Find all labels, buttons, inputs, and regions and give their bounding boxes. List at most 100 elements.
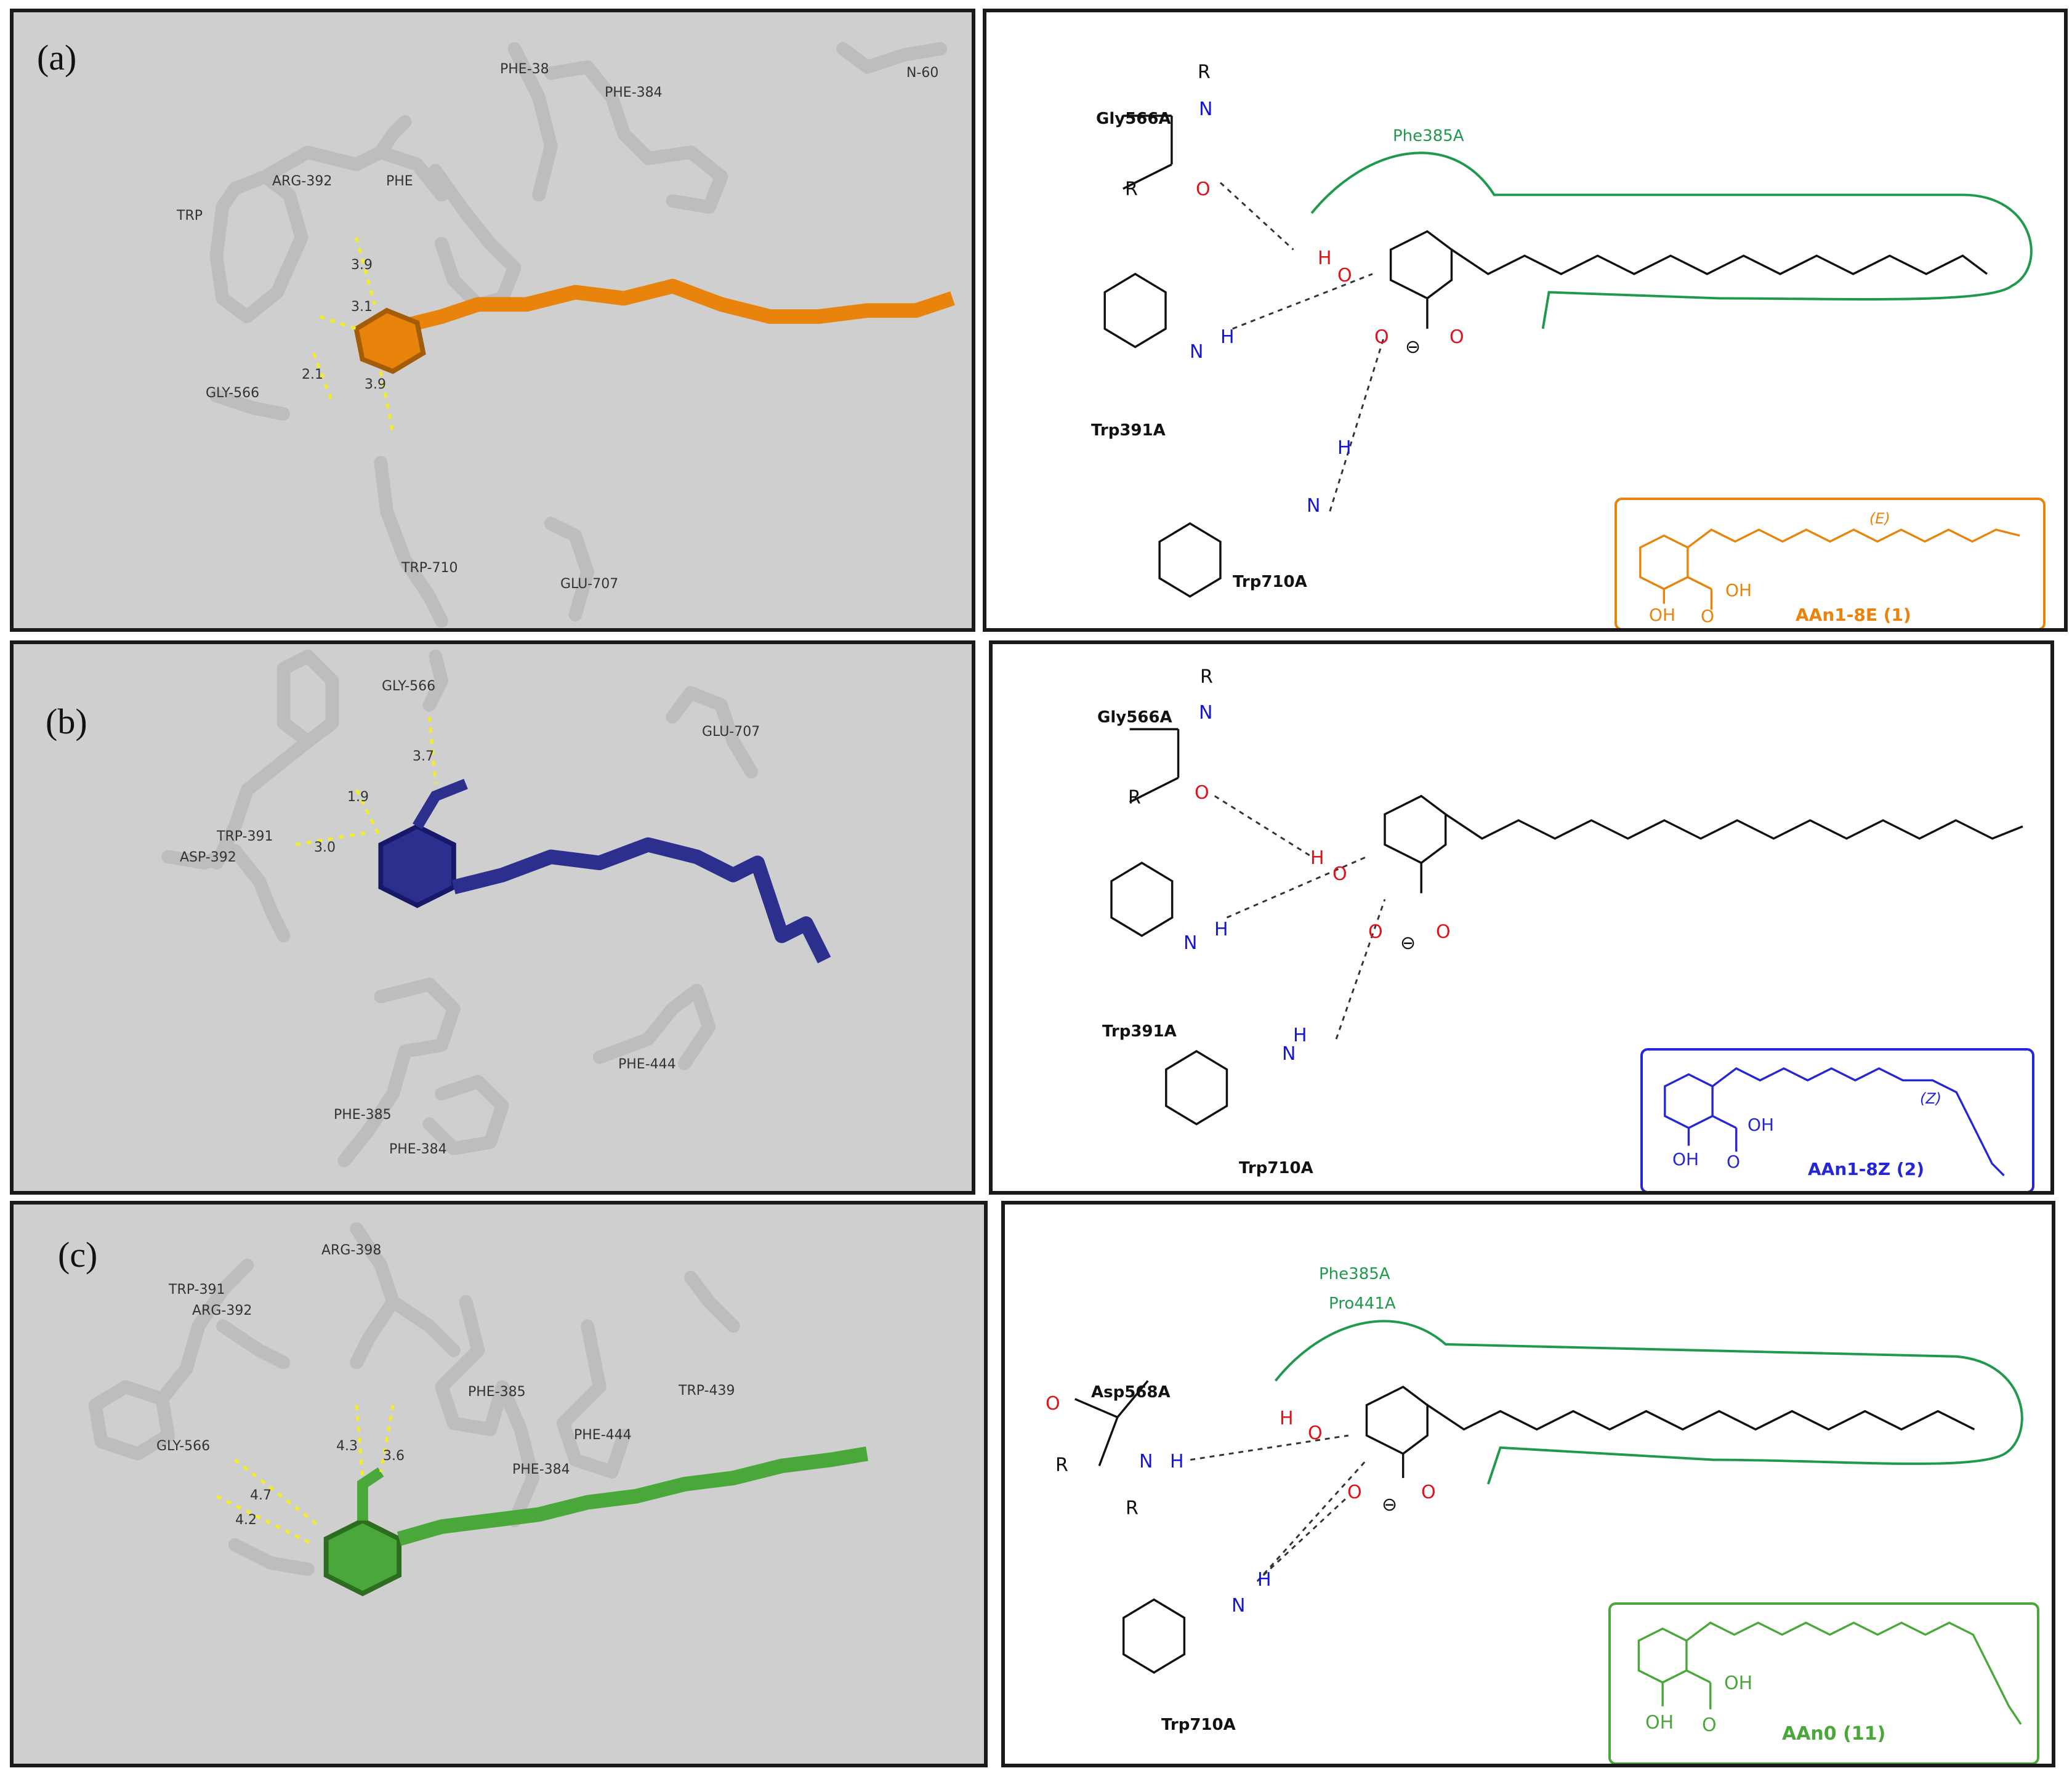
panel-b-hbond-lines [295,717,437,847]
oxygen-label: O [1337,265,1352,286]
distance-label: 3.7 [413,749,434,764]
panel-a-ligand-orange [353,278,955,374]
carbonyl-o-label: O [1727,1152,1741,1172]
hydrogen-label: H [1170,1451,1184,1472]
nitrogen-label: N [1282,1043,1296,1065]
compound-box-aan0: OH O OH AAn0 (11) [1608,1602,2039,1764]
hydrogen-label: H [1220,326,1235,348]
residue-asp-label: Asp568A [1091,1383,1171,1402]
hydrogen-label: H [1293,1025,1307,1046]
panel-a-scheme: Phe385A Gly566A Trp391A Trp710A R R N O … [983,9,2068,632]
panel-a-3d-drawing [209,42,955,628]
panel-c-residue-sticks [88,1222,740,1576]
panel-c-scheme: Phe385A Pro441A Asp568A Trp710A O R N H … [1001,1201,2055,1767]
panel-c-ligand-green [323,1446,869,1597]
panel-a-residue-sticks [209,42,948,628]
residue-label: PHE [386,174,413,189]
distance-label: 3.9 [351,257,373,273]
r-group-label: R [1200,666,1213,688]
residue-label: GLU-707 [702,724,760,740]
residue-label: PHE-384 [512,1462,570,1477]
distance-label: 4.2 [235,1512,257,1528]
oxygen-label: O [1449,326,1464,348]
carboxylate-charge: ⊖ [1405,336,1421,358]
residue-label: ARG-398 [321,1243,382,1258]
residue-label: TRP-710 [401,560,458,576]
carboxyl-oh-label: OH [1747,1115,1775,1135]
panel-b-3d-drawing [161,649,831,1168]
panel-c-2d-scheme [1074,1320,2023,1674]
oxygen-label: O [1374,326,1389,348]
residue-label: GLY-566 [382,679,436,694]
panel-a-3d-view: (a) PHE-38 PHE-384 N-60 ARG-392 TRP PHE … [10,9,975,632]
nitrogen-label: N [1190,341,1204,363]
nitrogen-label: N [1183,932,1198,954]
hydrogen-label: H [1310,847,1324,869]
carboxylate-charge: ⊖ [1382,1494,1398,1516]
panel-b-2d-scheme [1110,728,2023,1126]
residue-label: PHE-444 [574,1427,632,1443]
panel-c-3d-drawing [88,1222,869,1597]
residue-label: GLU-707 [560,576,619,592]
oxygen-label: O [1196,179,1211,200]
residue-gly-label: Gly566A [1096,110,1171,128]
panel-c-hbond-lines [216,1405,395,1546]
residue-trp-label: Trp710A [1239,1159,1313,1177]
compound-name: AAn1-8E (1) [1796,605,1911,625]
compound-structure-aan0 [1637,1621,2022,1725]
pocket-residue-label: Phe385A [1319,1265,1390,1283]
residue-label: ARG-392 [272,174,333,189]
residue-trp-label: Trp710A [1161,1716,1236,1734]
hydroxyl-label: OH [1649,605,1676,625]
residue-label: GLY-566 [206,385,260,401]
panel-b-label: (b) [46,701,87,741]
compound-box-aan1-8z: (Z) OH O OH AAn1-8Z (2) [1640,1048,2034,1191]
residue-label: TRP [177,208,203,224]
carboxyl-oh-label: OH [1725,580,1752,600]
distance-label: 4.7 [250,1488,272,1503]
r-group-label: R [1126,1498,1139,1519]
panel-a-2d-scheme [1103,115,2033,598]
panel-b-3d-view: (b) GLY-566 GLU-707 TRP-391 ASP-392 PHE-… [10,640,975,1195]
residue-label: PHE-444 [618,1057,676,1072]
hydroxyl-label: OH [1672,1149,1699,1169]
nitrogen-label: N [1199,99,1213,120]
residue-trp-label: Trp710A [1233,573,1307,591]
panel-a-hbond-lines [312,236,395,433]
distance-label: 2.1 [302,367,323,382]
residue-label: ASP-392 [180,850,236,865]
pocket-residue-label: Pro441A [1329,1294,1396,1313]
compound-name: AAn1-8Z (2) [1808,1159,1924,1179]
residue-label: PHE-384 [389,1142,447,1157]
panel-a-label: (a) [37,38,77,78]
oxygen-label: O [1308,1423,1323,1444]
oxygen-label: O [1368,921,1383,943]
panel-c-label: (c) [58,1235,98,1275]
distance-label: 3.9 [365,377,386,392]
distance-label: 3.1 [351,299,373,315]
residue-label: ARG-392 [192,1303,252,1318]
distance-label: 3.0 [314,840,336,855]
nitrogen-label: N [1232,1595,1246,1616]
oxygen-label: O [1436,921,1451,943]
compound-structure-aan1-8z [1664,1067,2005,1177]
hydrogen-label: H [1318,248,1332,269]
residue-label: TRP-391 [217,829,273,844]
nitrogen-label: N [1199,702,1213,724]
r-group-label: R [1128,787,1141,809]
nitrogen-label: N [1139,1451,1153,1472]
oxygen-label: O [1046,1393,1060,1415]
oxygen-label: O [1332,863,1347,885]
panel-c-3d-view: (c) TRP-391 ARG-392 ARG-398 GLY-566 PHE-… [10,1201,988,1767]
residue-label: PHE-385 [334,1107,392,1123]
r-group-label: R [1055,1455,1068,1476]
distance-label: 3.6 [383,1448,405,1464]
distance-label: 1.9 [347,789,369,805]
residue-label: N-60 [906,65,939,81]
stereo-descriptor: (E) [1869,510,1890,527]
pocket-residue-label: Phe385A [1393,127,1464,145]
residue-label: PHE-384 [605,85,663,100]
carbonyl-o-label: O [1701,606,1715,626]
carboxyl-oh-label: OH [1724,1673,1753,1694]
hydrogen-label: H [1337,437,1352,459]
